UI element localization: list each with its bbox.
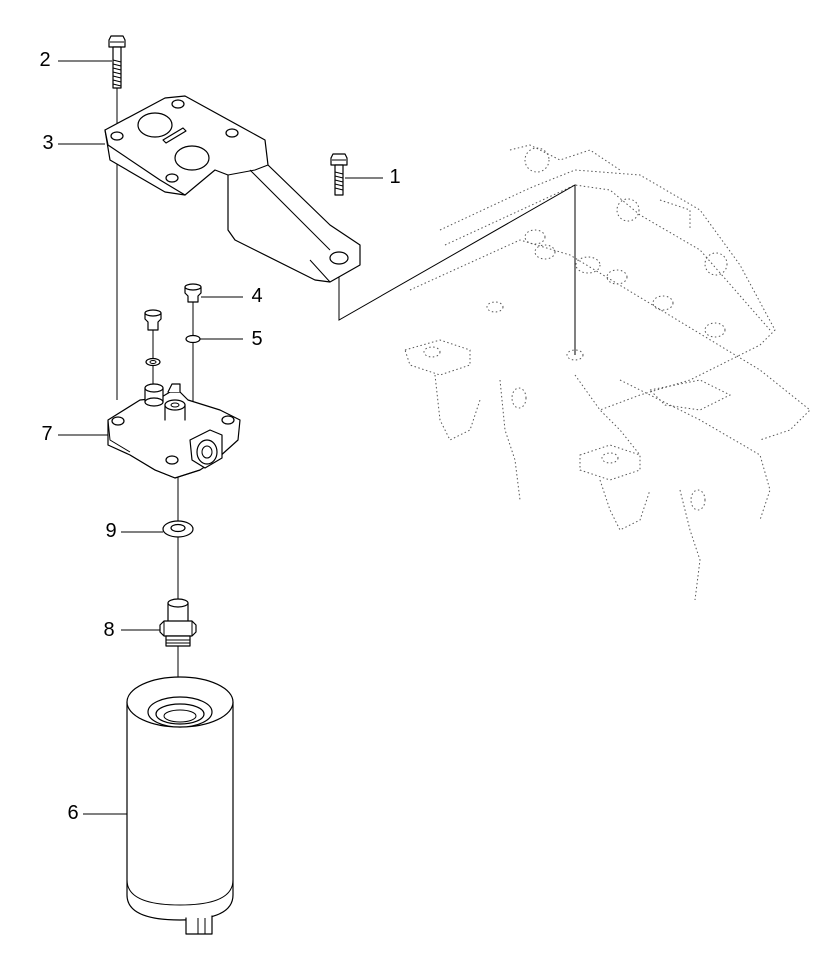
callout-6: 6 [67, 802, 79, 824]
callout-7: 7 [41, 423, 53, 445]
bolt-long [108, 35, 126, 89]
callout-1: 1 [389, 166, 401, 188]
seal-ring [145, 334, 201, 367]
bolt-bracket [330, 153, 348, 196]
mounting-bracket [104, 95, 361, 283]
callout-3: 3 [42, 132, 54, 154]
plug-small [144, 309, 162, 331]
washer [162, 520, 194, 538]
callout-8: 8 [103, 619, 115, 641]
callout-5: 5 [251, 328, 263, 350]
filter-cartridge [126, 676, 234, 935]
callout-leaders [58, 60, 383, 815]
adapter-nipple [159, 598, 197, 647]
callout-4: 4 [251, 285, 263, 307]
filter-head [107, 383, 241, 479]
plug-large [184, 283, 202, 303]
engine-block-outline [404, 144, 811, 601]
callout-9: 9 [105, 520, 117, 542]
callout-2: 2 [39, 49, 51, 71]
